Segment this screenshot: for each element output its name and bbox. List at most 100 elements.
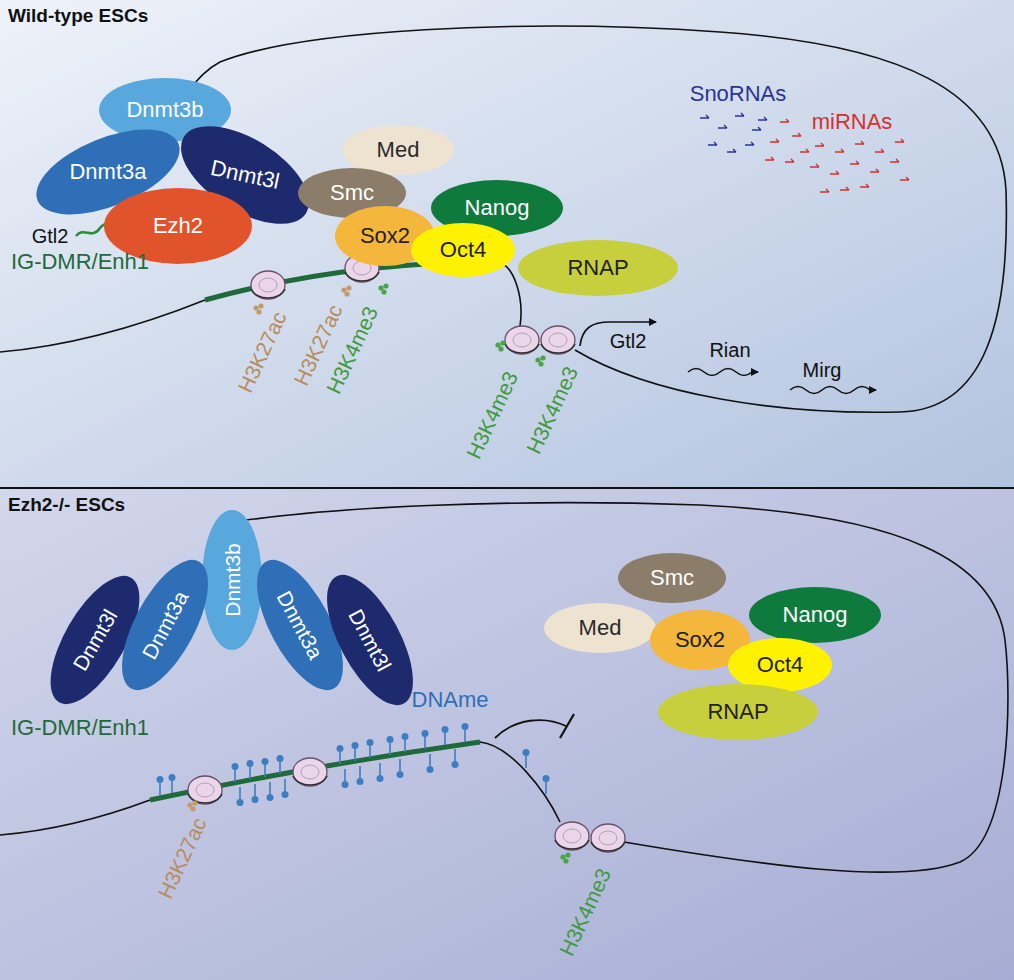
dna-loop bbox=[188, 26, 1006, 412]
methyl-lollipop bbox=[157, 776, 164, 795]
gene-name: Gtl2 bbox=[610, 331, 647, 351]
nucleosome bbox=[591, 824, 625, 852]
panel-band: Wild-type ESCsDnmt3bDnmt3aDnmt3lEzh2MedS… bbox=[0, 0, 1014, 487]
histone-mark: H3K27ac bbox=[154, 814, 210, 901]
protein-name: Smc bbox=[650, 567, 694, 589]
methyl-lollipop bbox=[422, 730, 429, 749]
small-rna bbox=[745, 142, 754, 145]
gene-name: Mirg bbox=[803, 360, 842, 380]
dna-strand bbox=[480, 742, 560, 822]
small-rna bbox=[890, 159, 899, 162]
protein-oval: Oct4 bbox=[411, 223, 515, 277]
oval-fill bbox=[749, 587, 881, 643]
oval-fill bbox=[618, 553, 726, 603]
panel-band: Ezh2-/- ESCsDnmt3bDnmt3lDnmt3aDnmt3aDnmt… bbox=[0, 489, 1014, 980]
panel-title: Ezh2-/- ESCs bbox=[8, 494, 125, 516]
small-rna bbox=[792, 133, 801, 136]
panel-ground bbox=[0, 489, 1014, 980]
small-rna bbox=[815, 143, 824, 146]
small-rna bbox=[860, 184, 869, 187]
methyl-mark bbox=[535, 355, 545, 366]
methylation-label: DNAme bbox=[411, 689, 488, 711]
methyl-lollipop bbox=[337, 745, 344, 764]
histone-mark: H3K4me3 bbox=[556, 865, 615, 959]
protein-oval: Smc bbox=[618, 553, 726, 603]
protein-name: Nanog bbox=[783, 604, 848, 626]
panel-title: Wild-type ESCs bbox=[8, 5, 148, 27]
nucleosome bbox=[541, 326, 575, 354]
methyl-lollipop bbox=[247, 760, 254, 779]
nucleosome bbox=[251, 271, 285, 299]
small-rna bbox=[758, 117, 767, 120]
methyl-lollipop bbox=[442, 726, 449, 745]
methyl-lollipop bbox=[237, 787, 244, 806]
methyl-lollipop bbox=[427, 754, 434, 773]
methyl-lollipop bbox=[232, 763, 239, 782]
small-rna bbox=[875, 149, 884, 152]
dna-strand bbox=[0, 300, 205, 352]
protein-name: Sox2 bbox=[360, 225, 410, 247]
protein-oval: RNAP bbox=[658, 684, 818, 740]
small-rna bbox=[780, 119, 789, 122]
histone-mark: H3K4me3 bbox=[463, 368, 522, 462]
histone-mark: H3K27ac bbox=[234, 308, 290, 395]
oval-fill bbox=[202, 510, 262, 650]
small-rna bbox=[840, 187, 849, 190]
methyl-lollipop bbox=[367, 739, 374, 758]
small-rna bbox=[855, 141, 864, 144]
methyl-lollipop bbox=[352, 742, 359, 761]
methyl-lollipop bbox=[452, 749, 459, 768]
small-rna bbox=[895, 139, 904, 142]
protein-oval: Med bbox=[342, 125, 454, 175]
methyl-lollipop bbox=[462, 723, 469, 742]
rna-label: miRNAs bbox=[812, 111, 893, 133]
protein-name: Nanog bbox=[465, 197, 530, 219]
protein-name: Smc bbox=[330, 182, 374, 204]
small-rna bbox=[870, 169, 879, 172]
methyl-lollipop bbox=[262, 758, 269, 777]
methyl-lollipop bbox=[377, 763, 384, 782]
nucleosome bbox=[555, 822, 589, 850]
methyl-lollipop bbox=[252, 784, 259, 803]
dna-loop bbox=[240, 503, 1008, 872]
protein-oval: RNAP bbox=[518, 240, 678, 296]
panel-divider bbox=[0, 487, 1014, 489]
methyl-lollipop bbox=[523, 749, 530, 768]
dna-strand bbox=[495, 262, 521, 326]
protein-name: Sox2 bbox=[675, 629, 725, 651]
small-rna bbox=[708, 142, 717, 145]
protein-name: RNAP bbox=[567, 257, 628, 279]
inhibition-line bbox=[495, 720, 566, 738]
region-label: IG-DMR/Enh1 bbox=[11, 251, 149, 273]
protein-name: Oct4 bbox=[440, 239, 486, 261]
methyl-lollipop bbox=[357, 766, 364, 785]
methyl-lollipop bbox=[277, 755, 284, 774]
nucleosome bbox=[293, 758, 327, 786]
oval-fill bbox=[342, 125, 454, 175]
oval-fill bbox=[411, 223, 515, 277]
small-rna bbox=[785, 159, 794, 162]
protein-name: Dnmt3a bbox=[69, 161, 146, 183]
acetyl-mark bbox=[253, 303, 263, 314]
methyl-lollipop bbox=[387, 736, 394, 755]
small-rna bbox=[810, 164, 819, 167]
protein-name: Dnmt3b bbox=[222, 543, 243, 617]
oval-fill bbox=[728, 638, 832, 692]
small-rna bbox=[770, 139, 779, 142]
protein-name: Ezh2 bbox=[153, 215, 203, 237]
small-rna bbox=[820, 189, 829, 192]
rna-label: SnoRNAs bbox=[690, 83, 787, 105]
methyl-lollipop bbox=[342, 769, 349, 788]
methyl-lollipop bbox=[169, 774, 176, 793]
small-rna bbox=[700, 115, 709, 118]
methyl-lollipop bbox=[282, 779, 289, 798]
nucleosome bbox=[505, 326, 539, 354]
methyl-mark bbox=[560, 852, 570, 863]
methyl-mark bbox=[378, 283, 388, 294]
panel-ground bbox=[0, 0, 1014, 487]
small-rna bbox=[800, 149, 809, 152]
small-rna bbox=[830, 171, 839, 174]
small-rna bbox=[752, 127, 761, 130]
small-rna bbox=[900, 177, 909, 180]
